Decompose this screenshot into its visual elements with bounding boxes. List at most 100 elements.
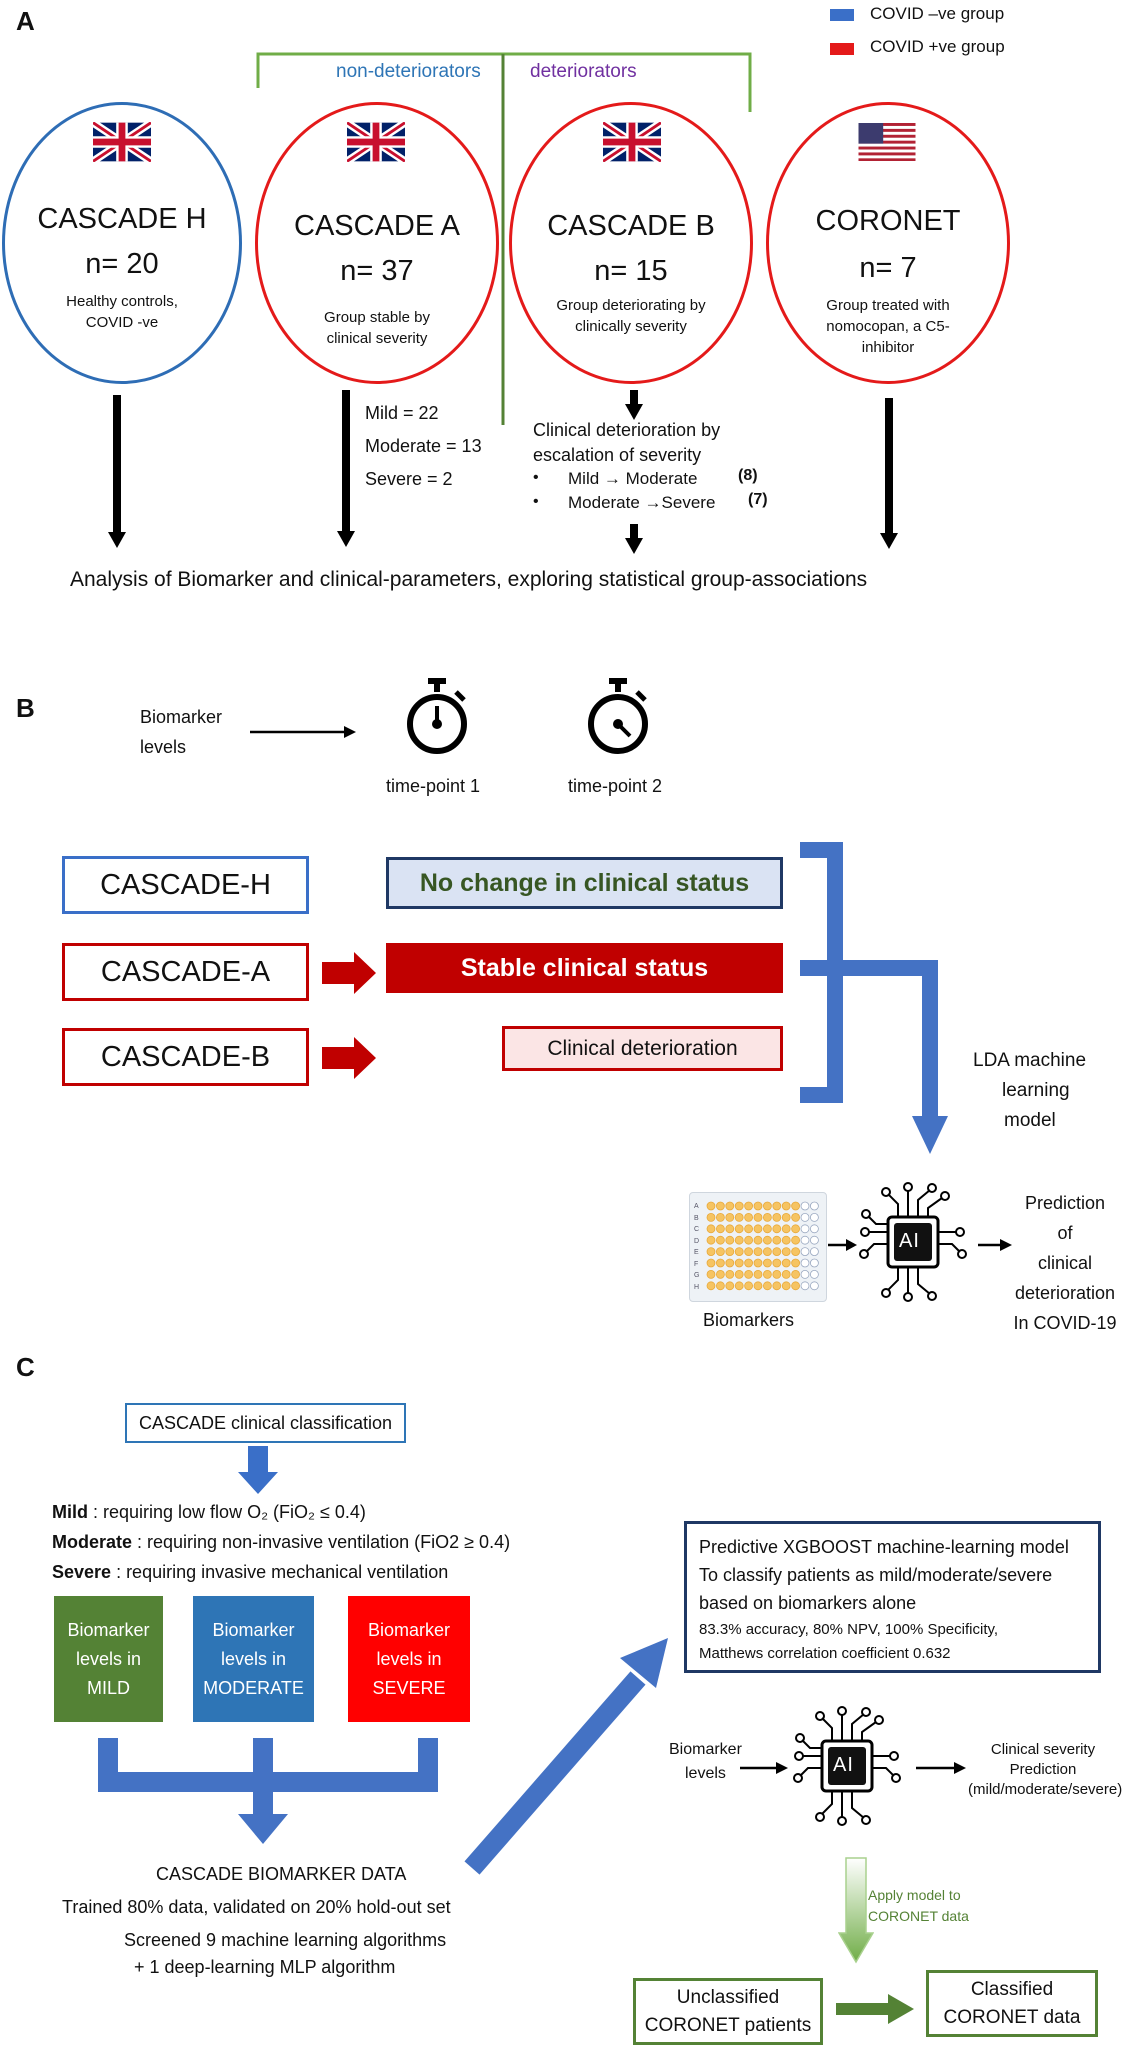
screened-text: + 1 deep-learning MLP algorithm xyxy=(134,1957,396,1977)
stopwatch-icon xyxy=(407,678,467,754)
plate-well xyxy=(763,1247,772,1256)
arrow-right-icon xyxy=(916,1762,966,1774)
biomarker-box-line: levels in xyxy=(376,1648,442,1669)
cohort-description: Group treated with nomocopan, a C5-inhib… xyxy=(826,297,950,356)
arrow-cascade-b-bottom xyxy=(630,524,638,540)
plate-well xyxy=(791,1235,800,1245)
ai-chip-label: AI xyxy=(899,1230,920,1252)
cohort-title: CASCADE A xyxy=(294,210,460,242)
plate-well xyxy=(763,1212,772,1222)
plate-well xyxy=(734,1270,744,1279)
plate-well xyxy=(725,1224,735,1234)
plate-row-label: C xyxy=(694,1226,700,1233)
plate-well xyxy=(744,1224,753,1234)
plate-well xyxy=(715,1201,725,1211)
plate-well xyxy=(781,1281,791,1291)
classified-line: CORONET data xyxy=(943,2006,1081,2028)
timepoint-2-label: time-point 2 xyxy=(568,776,663,796)
classified-box: Classified CORONET data xyxy=(926,1970,1098,2037)
plate-row-label: F xyxy=(694,1260,699,1268)
plate-well xyxy=(772,1258,782,1268)
arrowhead xyxy=(625,404,643,420)
plate-row-label: D xyxy=(694,1237,700,1245)
severity-line: Clinical severity xyxy=(990,1741,1096,1758)
plate-well xyxy=(706,1258,716,1268)
cohort-cascade-b: CASCADE B n= 15 Group deteriorating by c… xyxy=(509,102,753,384)
prediction-line: clinical xyxy=(1037,1253,1093,1273)
severe-label: Severe xyxy=(52,1562,112,1582)
group-label: CASCADE-A xyxy=(100,955,271,988)
analysis-text: Analysis of Biomarker and clinical-param… xyxy=(70,568,868,591)
plate-well xyxy=(706,1247,716,1256)
plate-well xyxy=(725,1235,735,1245)
model-box-line: based on biomarkers alone xyxy=(699,1593,917,1613)
biomarkers-label: Biomarkers xyxy=(703,1310,795,1330)
severe-text: : requiring invasive mechanical ventilat… xyxy=(111,1562,449,1582)
arrow-right-icon xyxy=(740,1762,788,1774)
legend-label-covid-negative: COVID –ve group xyxy=(870,4,1005,23)
arrowhead xyxy=(880,533,898,549)
plate-well xyxy=(800,1247,810,1256)
legend-swatch-covid-negative xyxy=(830,9,854,21)
plate-well xyxy=(753,1212,763,1222)
status-stable: Stable clinical status xyxy=(386,943,783,993)
plate-well xyxy=(781,1270,791,1279)
legend: COVID –ve group COVID +ve group xyxy=(830,4,1090,58)
plate-well xyxy=(715,1258,725,1268)
plate-well xyxy=(753,1281,763,1291)
biomarker-levels-label: Biomarker xyxy=(669,1741,742,1758)
cohort-n: n= 37 xyxy=(340,255,414,287)
red-arrow-icon xyxy=(322,1037,376,1079)
cohort-n: n= 15 xyxy=(594,255,668,287)
arrowhead xyxy=(337,531,355,547)
deterioration-count: (8) xyxy=(738,467,758,484)
plate-well xyxy=(734,1224,744,1234)
plate-well xyxy=(791,1224,800,1234)
biomarker-box-mild: Biomarker levels in MILD xyxy=(54,1596,163,1722)
plate-well xyxy=(772,1270,782,1279)
plate-well xyxy=(781,1235,791,1245)
plate-well xyxy=(715,1235,725,1245)
plate-well xyxy=(715,1212,725,1222)
biomarker-levels-label: levels xyxy=(140,737,187,757)
plate-well xyxy=(734,1201,744,1211)
plate-well xyxy=(810,1235,819,1245)
arrowhead xyxy=(108,532,126,548)
plate-well xyxy=(744,1281,753,1291)
plate-well xyxy=(753,1235,763,1245)
blue-down-arrow-icon xyxy=(238,1446,278,1494)
plate-wells xyxy=(706,1201,819,1291)
plate-well xyxy=(715,1281,725,1291)
mild-label: Mild xyxy=(52,1502,88,1522)
plate-well xyxy=(753,1270,763,1279)
moderate-text: : requiring non-invasive ventilation (Fi… xyxy=(132,1532,511,1552)
plate-well xyxy=(725,1281,735,1291)
arrow-cascade-a xyxy=(342,390,350,532)
prediction-line: In COVID-19 xyxy=(1013,1313,1117,1333)
plate-well xyxy=(781,1201,791,1211)
ai-chip-label: AI xyxy=(833,1754,854,1776)
biomarker-box-line: SEVERE xyxy=(372,1677,446,1698)
deterioration-item-mild-moderate: Mild → Moderate xyxy=(568,469,698,488)
plate-well xyxy=(772,1247,782,1256)
group-box-cascade-a: CASCADE-A xyxy=(62,943,309,1001)
moderate-label: Moderate xyxy=(52,1532,133,1552)
classified-line: Classified xyxy=(970,1978,1054,2000)
unclassified-line: Unclassified xyxy=(676,1986,780,2008)
arrowhead xyxy=(625,538,643,554)
biomarker-box-line: MODERATE xyxy=(203,1677,304,1698)
arrow-right-icon xyxy=(828,1239,857,1251)
timepoint-1-label: time-point 1 xyxy=(386,776,481,796)
plate-well xyxy=(791,1258,800,1268)
cohort-title: CASCADE H xyxy=(37,203,207,235)
cohort-n: n= 7 xyxy=(859,252,917,284)
deterioration-bullet: • xyxy=(533,469,539,486)
plate-well xyxy=(744,1247,753,1256)
plate-well xyxy=(763,1258,772,1268)
cohort-description: Group stable by clinical severity xyxy=(324,309,430,347)
stopwatch-icon xyxy=(588,678,648,754)
biomarker-data-title: CASCADE BIOMARKER DATA xyxy=(156,1864,407,1884)
deterioration-bullet: • xyxy=(533,493,539,510)
plate-row-label: H xyxy=(694,1283,700,1291)
deterioration-title-line2: escalation of severity xyxy=(533,445,702,465)
